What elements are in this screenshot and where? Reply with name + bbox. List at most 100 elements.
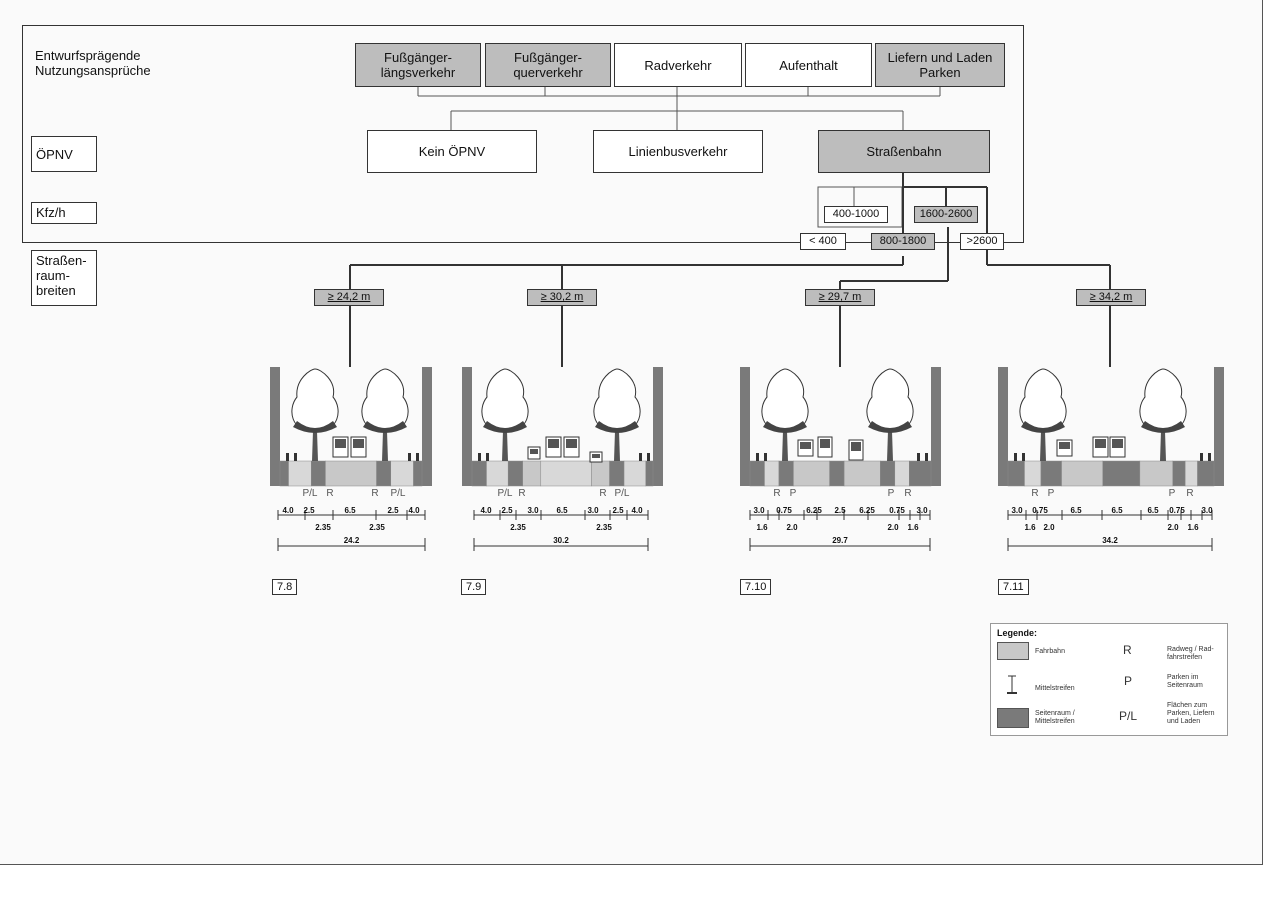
section-4-tree-0-icon	[1019, 368, 1067, 461]
section-4-label-3: R	[1186, 488, 1193, 499]
section-2-strip-4	[540, 460, 592, 487]
section-4-dim-value-6: 3.0	[1201, 506, 1213, 515]
legend-pl-line2: Parken, Liefern	[1167, 710, 1215, 717]
section-1-dim2-value-1: 2.35	[369, 523, 385, 532]
section-3-dim-value-5: 0.75	[889, 506, 905, 515]
section-3-dim2-value-3: 1.6	[907, 523, 919, 532]
section-4-vehicle-0-icon-window	[1059, 442, 1070, 449]
section-4-dim-value-4: 6.5	[1147, 506, 1159, 515]
section-3-label-1: P	[790, 488, 797, 499]
section-2-vehicle-3-icon-window	[592, 454, 600, 458]
section-2-strip-5	[591, 460, 610, 487]
section-4-dim2-value-3: 1.6	[1187, 523, 1199, 532]
section-1-vehicle-0-icon-window	[335, 439, 346, 448]
section-1-label-0: P/L	[302, 488, 317, 499]
section-2-dim2-value-0: 2.35	[510, 523, 526, 532]
section-4-dim-value-1: 0.75	[1032, 506, 1048, 515]
section-4-strip-1	[1024, 460, 1042, 487]
section-3-strip-7	[894, 460, 910, 487]
section-4-pedestrian-0-icon	[1014, 453, 1017, 461]
section-2-pedestrian-2-icon	[639, 453, 642, 461]
section-4-strip-2	[1040, 460, 1062, 487]
section-3-wall-left	[740, 367, 750, 486]
section-number-7-11: 7.11	[998, 579, 1029, 595]
strassenraum-label-line1: Straßen-	[36, 253, 87, 268]
section-4-strip-0	[1007, 460, 1025, 487]
legend-pl-symbol: P/L	[1119, 709, 1138, 723]
section-2-wall-right	[653, 367, 663, 486]
section-4-dim-value-0: 3.0	[1011, 506, 1023, 515]
liefern-line1: Liefern und Laden	[887, 50, 993, 65]
legend-p-line1: Parken im	[1167, 674, 1199, 681]
section-3-tree-1-icon	[866, 368, 914, 461]
section-2-strip-6	[609, 460, 625, 487]
width-box-1: ≥ 24,2 m	[314, 289, 384, 306]
fuss-quer-line2: querverkehr	[513, 65, 583, 80]
section-4-wall-right	[1214, 367, 1224, 486]
section-3-vehicle-2-icon-window	[851, 442, 861, 451]
legend-pl-line1: Flächen zum	[1167, 702, 1208, 709]
section-number-7-8: 7.8	[272, 579, 298, 595]
section-1-dim-value-2: 6.5	[344, 506, 356, 515]
section-4-label-1: P	[1048, 488, 1055, 499]
legend-pl-line3: und Laden	[1167, 718, 1201, 725]
kfz-gt2600-box: >2600	[960, 233, 1004, 250]
fuss-laengs-line1: Fußgänger-	[384, 50, 452, 65]
legend-p-text: Parken im Seitenraum	[1167, 674, 1203, 690]
strassenraum-label-line3: breiten	[36, 283, 76, 298]
section-3-pedestrian-1-icon	[764, 453, 767, 461]
section-2-strip-2	[507, 460, 523, 487]
section-2-dim-value-4: 3.0	[587, 506, 599, 515]
section-4-strip-6	[1172, 460, 1186, 487]
section-1-strip-0	[279, 460, 289, 487]
section-2-pedestrian-3-icon	[647, 453, 650, 461]
section-1-strip-5	[390, 460, 414, 487]
aufenthalt-box: Aufenthalt	[745, 43, 872, 87]
section-2-strip-3	[522, 460, 542, 487]
section-3-vehicle-0-icon-window	[800, 442, 811, 449]
section-4-strip-5	[1139, 460, 1174, 487]
strassenraum-label-line2: raum-	[36, 268, 70, 283]
section-4-wall-left	[998, 367, 1008, 486]
section-3-label-2: P	[888, 488, 895, 499]
section-2-label-0: P/L	[497, 488, 512, 499]
section-1-pedestrian-3-icon	[416, 453, 419, 461]
section-2-pedestrian-0-icon	[478, 453, 481, 461]
kfz-800-1800-box: 800-1800	[871, 233, 935, 250]
section-4-pedestrian-3-icon	[1208, 453, 1211, 461]
liefern-line2: Parken	[919, 65, 961, 80]
section-3-tree-0-icon	[761, 368, 809, 461]
radverkehr-box: Radverkehr	[614, 43, 742, 87]
legend-seitenraum-line2: Mittelstreifen	[1035, 718, 1075, 725]
section-1-strip-6	[413, 460, 423, 487]
section-1-pedestrian-0-icon	[286, 453, 289, 461]
section-2-dim2-value-1: 2.35	[596, 523, 612, 532]
section-2-vehicle-1-icon-window	[548, 439, 559, 448]
strassenraum-label: Straßen- raum- breiten	[31, 250, 97, 306]
section-3-wall-right	[931, 367, 941, 486]
section-4-tree-1-icon	[1139, 368, 1187, 461]
section-2-strip-7	[623, 460, 647, 487]
section-1-dim-value-4: 4.0	[408, 506, 420, 515]
section-2-dim-value-0: 4.0	[480, 506, 492, 515]
section-1-label-1: R	[326, 488, 333, 499]
section-1-tree-0-icon	[291, 368, 339, 461]
section-2-vehicle-2-icon-window	[566, 439, 577, 448]
nutzung-label: Entwurfsprägende Nutzungsansprüche	[35, 48, 151, 78]
section-4-dim2-value-1: 2.0	[1043, 523, 1055, 532]
section-number-7-9: 7.9	[461, 579, 487, 595]
section-1-pedestrian-1-icon	[294, 453, 297, 461]
section-3-strip-3	[793, 460, 830, 487]
width-box-3: ≥ 29,7 m	[805, 289, 875, 306]
section-3-strip-5	[843, 460, 881, 487]
kein-oepnv-box: Kein ÖPNV	[367, 130, 537, 173]
section-2-label-1: R	[518, 488, 525, 499]
section-2-dim-value-6: 4.0	[631, 506, 643, 515]
section-3-total-value: 29.7	[832, 536, 848, 545]
section-4-pedestrian-2-icon	[1200, 453, 1203, 461]
fussgaenger-laengsverkehr-box: Fußgänger-längsverkehr	[355, 43, 481, 87]
section-3-strip-4	[829, 460, 845, 487]
section-4-strip-8	[1197, 460, 1215, 487]
section-3-label-0: R	[773, 488, 780, 499]
